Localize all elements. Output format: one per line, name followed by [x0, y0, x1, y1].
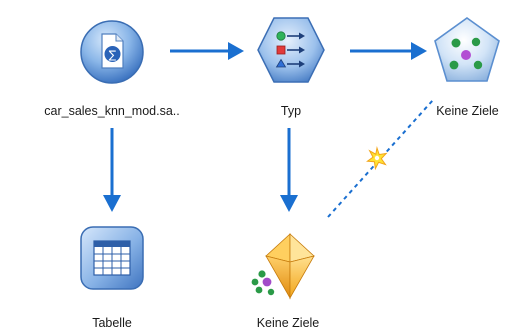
type-field-ops-icon — [257, 17, 325, 83]
model-link-dashed — [327, 99, 434, 218]
source-node-label: car_sales_knn_mod.sa.. — [44, 104, 180, 118]
model-nugget-icon — [251, 233, 315, 300]
model-nugget-node[interactable] — [246, 232, 324, 304]
generated-model-star-icon — [366, 146, 388, 171]
type-node-label: Typ — [280, 104, 302, 118]
svg-text:∑: ∑ — [109, 49, 117, 62]
source-node[interactable]: ∑ — [78, 18, 146, 86]
model-nugget-node-label: Keine Ziele — [256, 316, 320, 330]
link-source-to-table — [103, 128, 121, 212]
model-build-node-label: Keine Ziele — [436, 104, 499, 118]
type-node[interactable] — [256, 14, 326, 86]
link-type-to-nugget — [280, 128, 298, 212]
table-node-label: Tabelle — [92, 316, 132, 330]
link-type-to-model — [350, 42, 427, 60]
model-build-node[interactable] — [432, 15, 502, 87]
data-file-source-icon: ∑ — [80, 20, 144, 84]
link-source-to-type — [170, 42, 244, 60]
table-node[interactable] — [78, 224, 146, 292]
table-output-icon — [80, 226, 144, 290]
knn-modeling-icon — [434, 17, 500, 82]
